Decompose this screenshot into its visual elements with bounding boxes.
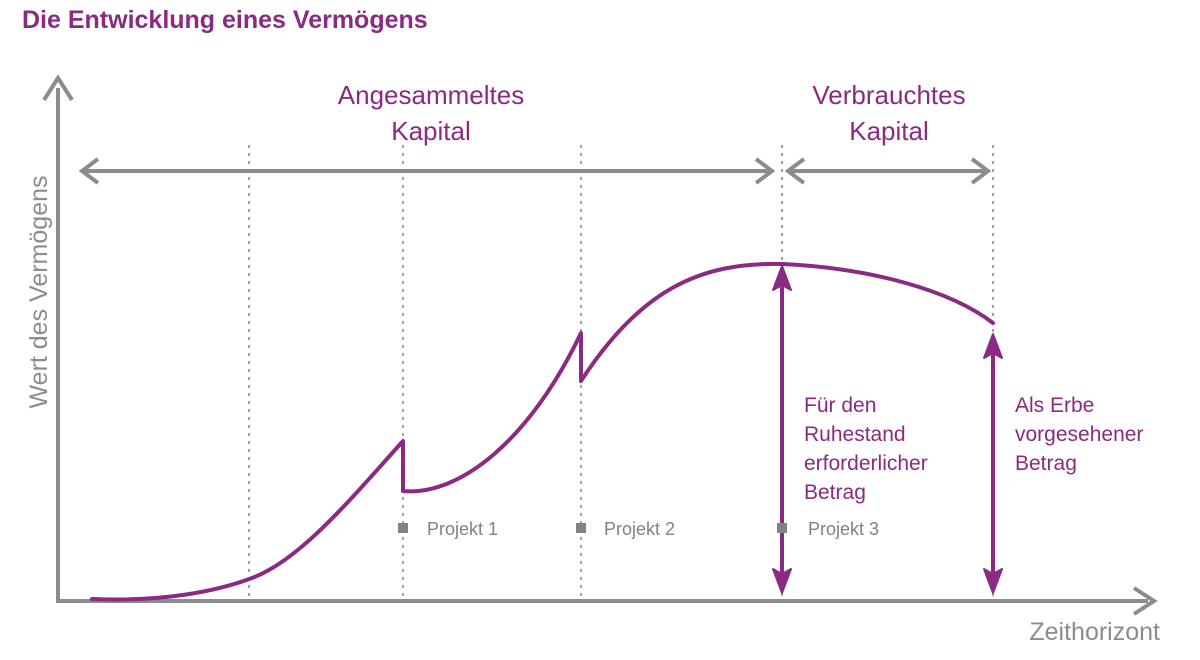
- phase-consumed-line1: Verbrauchtes: [812, 80, 965, 110]
- arrowhead-up: [983, 333, 1003, 359]
- y-axis-arrowhead: [42, 74, 74, 102]
- project-marker-square: [398, 523, 408, 533]
- accumulated-range-arrow: [78, 157, 776, 185]
- retirement-line-4: Betrag: [804, 481, 866, 504]
- inheritance-line-3: Betrag: [1015, 452, 1077, 475]
- inheritance-annotation: Als Erbe vorgesehener Betrag: [1015, 394, 1143, 475]
- project-3-label: Projekt 3: [808, 519, 879, 539]
- project-1-label: Projekt 1: [427, 519, 498, 539]
- arrowhead-right: [970, 157, 992, 185]
- arrowhead-right: [754, 157, 776, 185]
- arrowhead-left: [78, 157, 100, 185]
- project-marker-square: [777, 523, 787, 533]
- project-marker-square: [576, 523, 586, 533]
- retirement-annotation: Für den Ruhestand erforderlicher Betrag: [804, 394, 928, 504]
- arrowhead-down: [772, 568, 792, 594]
- consumed-range-arrow: [784, 157, 992, 185]
- retirement-line-3: erforderlicher: [804, 452, 928, 475]
- inheritance-line-1: Als Erbe: [1015, 394, 1094, 417]
- x-axis: [56, 586, 1158, 616]
- x-axis-label: Zeithorizont: [1029, 618, 1160, 646]
- arrowhead-down: [983, 568, 1003, 594]
- project-2-label: Projekt 2: [604, 519, 675, 539]
- y-axis-label: Wert des Vermögens: [25, 176, 53, 409]
- retirement-line-1: Für den: [804, 394, 876, 417]
- inheritance-line-2: vorgesehener: [1015, 423, 1143, 446]
- project-2-marker: Projekt 2: [576, 519, 675, 539]
- inheritance-amount-arrow: [983, 333, 1003, 594]
- y-axis: [42, 74, 74, 601]
- retirement-line-2: Ruhestand: [804, 423, 906, 446]
- phase-accumulated-line2: Kapital: [391, 116, 471, 146]
- arrowhead-up: [772, 265, 792, 291]
- arrowhead-left: [784, 157, 806, 185]
- phase-consumed-line2: Kapital: [849, 116, 929, 146]
- retirement-amount-arrow: [772, 265, 792, 594]
- x-axis-arrowhead: [1132, 586, 1158, 616]
- phase-accumulated-line1: Angesammeltes: [338, 80, 524, 110]
- diagram-title: Die Entwicklung eines Vermögens: [22, 6, 428, 34]
- project-3-marker: Projekt 3: [777, 519, 879, 539]
- wealth-curve: [90, 261, 995, 602]
- project-1-marker: Projekt 1: [398, 519, 498, 539]
